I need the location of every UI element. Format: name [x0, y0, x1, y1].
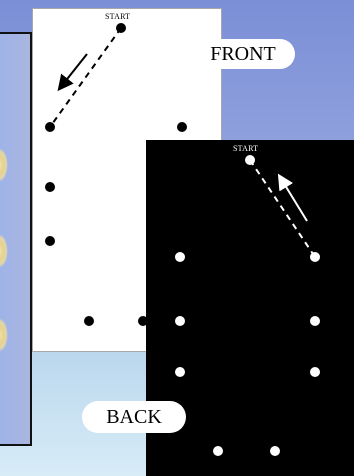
- front-start-label: START: [105, 12, 130, 21]
- thumbnail-dot-mark-2: [0, 234, 8, 268]
- back-dot-left-1: [175, 252, 185, 262]
- left-thumbnail-panel: [0, 32, 32, 446]
- front-start-dot: [116, 23, 126, 33]
- thumbnail-dot-mark-1: [0, 148, 8, 182]
- front-dot-right-1: [177, 122, 187, 132]
- back-dot-left-3: [175, 367, 185, 377]
- back-label-pill: BACK: [82, 401, 186, 433]
- front-dot-bottom-1: [84, 316, 94, 326]
- thumbnail-dot-mark-3: [0, 318, 8, 352]
- back-start-label: START: [233, 144, 258, 153]
- back-dot-bottom-1: [213, 446, 223, 456]
- front-dot-left-1: [45, 122, 55, 132]
- back-dot-left-2: [175, 316, 185, 326]
- back-dot-bottom-2: [270, 446, 280, 456]
- back-dot-right-1: [310, 252, 320, 262]
- back-dot-right-2: [310, 316, 320, 326]
- front-label-pill: FRONT: [191, 39, 295, 69]
- front-dot-left-3: [45, 236, 55, 246]
- back-dot-right-3: [310, 367, 320, 377]
- back-start-dot: [245, 155, 255, 165]
- front-dot-left-2: [45, 182, 55, 192]
